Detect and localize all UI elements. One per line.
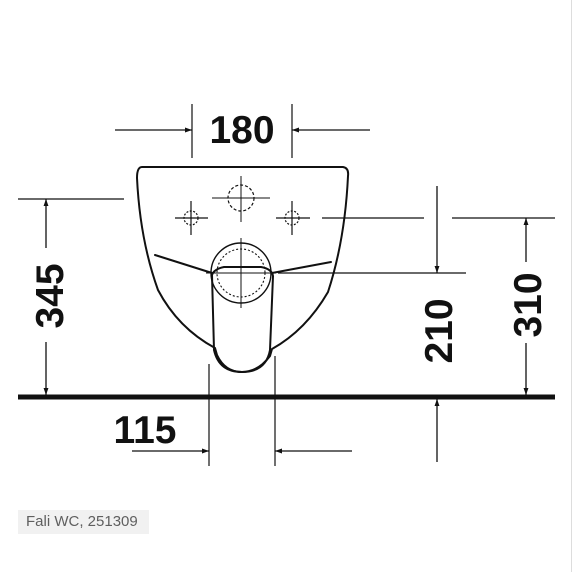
toilet-bowl-front-view bbox=[136, 166, 350, 373]
dimension-height-fixing-label: 310 bbox=[507, 272, 550, 337]
dimension-height-total-label: 345 bbox=[29, 263, 72, 328]
fixing-holes bbox=[175, 176, 310, 308]
dimension-width-top-label: 180 bbox=[209, 109, 274, 152]
water-inlet-hole bbox=[212, 176, 270, 222]
dimension-height-outlet-label: 210 bbox=[418, 298, 461, 363]
product-caption: Fali WC, 251309 bbox=[18, 510, 149, 534]
dimension-arrows bbox=[43, 127, 529, 462]
waste-outlet-hole bbox=[206, 238, 276, 308]
left-fixing-hole bbox=[175, 201, 208, 235]
right-fixing-hole bbox=[276, 201, 310, 235]
dimension-width-outlet-label: 115 bbox=[114, 409, 177, 452]
extension-lines bbox=[18, 104, 555, 466]
